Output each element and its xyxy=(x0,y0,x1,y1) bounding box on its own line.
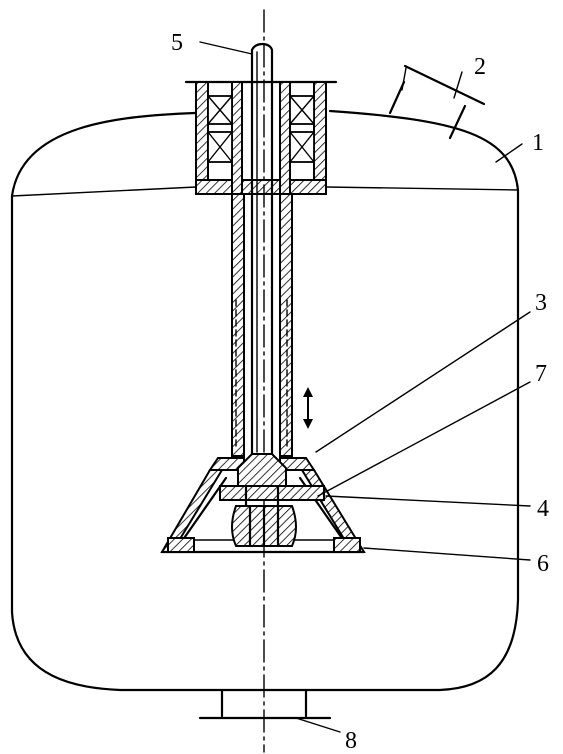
bottom-nozzle-8 xyxy=(198,688,332,720)
head-seam-line-left xyxy=(11,186,197,197)
hub-plate-4 xyxy=(219,453,325,508)
guide-tube xyxy=(231,193,293,457)
nozzle-2 xyxy=(388,64,486,140)
head-seam-line-right xyxy=(325,186,519,191)
label-2: 2 xyxy=(474,54,486,80)
label-1: 1 xyxy=(532,130,544,156)
impeller-6 xyxy=(231,504,297,548)
stuffing-box xyxy=(195,81,327,195)
label-3: 3 xyxy=(535,290,547,316)
label-5: 5 xyxy=(171,30,183,56)
vessel-shell xyxy=(10,109,520,692)
label-4: 4 xyxy=(537,496,549,522)
label-7: 7 xyxy=(535,361,547,387)
leader-lines xyxy=(199,41,531,733)
label-8: 8 xyxy=(345,728,357,754)
conical-hood xyxy=(160,457,366,554)
shaft-5 xyxy=(250,42,274,457)
label-6: 6 xyxy=(537,551,549,577)
